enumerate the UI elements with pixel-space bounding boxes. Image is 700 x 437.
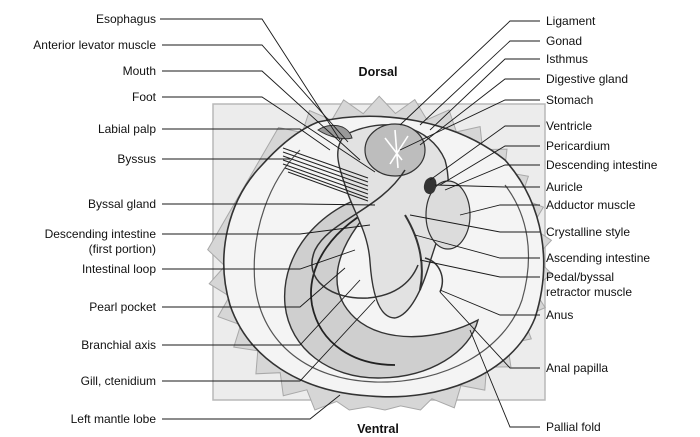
label-line: Adductor muscle xyxy=(546,198,636,212)
label-line: Descending intestine xyxy=(546,158,658,172)
label-auricle: Auricle xyxy=(546,180,583,194)
label-line: Pedal/byssal xyxy=(546,270,614,284)
label-line: Ligament xyxy=(546,14,596,28)
label-ascending-intestine: Ascending intestine xyxy=(546,251,650,265)
label-adductor-muscle: Adductor muscle xyxy=(546,198,636,212)
label-line: Esophagus xyxy=(96,12,156,26)
label-line: (first portion) xyxy=(89,242,156,256)
ventral-label: Ventral xyxy=(357,422,399,436)
label-labial-palp: Labial palp xyxy=(98,122,156,136)
label-intestinal-loop: Intestinal loop xyxy=(82,262,156,276)
label-line: Stomach xyxy=(546,93,593,107)
label-line: Descending intestine xyxy=(45,227,157,241)
label-line: Pallial fold xyxy=(546,420,601,434)
label-descending-intestine-first: Descending intestine(first portion) xyxy=(45,227,157,256)
label-line: Ascending intestine xyxy=(546,251,650,265)
label-line: Branchial axis xyxy=(81,338,156,352)
label-pallial-fold: Pallial fold xyxy=(546,420,601,434)
label-line: Byssus xyxy=(117,152,156,166)
label-line: Labial palp xyxy=(98,122,156,136)
label-line: Foot xyxy=(132,90,157,104)
label-mouth: Mouth xyxy=(123,64,156,78)
label-line: Pericardium xyxy=(546,139,610,153)
label-gonad: Gonad xyxy=(546,34,582,48)
label-byssal-gland: Byssal gland xyxy=(88,197,156,211)
label-digestive-gland: Digestive gland xyxy=(546,72,628,86)
label-descending-intestine: Descending intestine xyxy=(546,158,658,172)
label-byssus: Byssus xyxy=(117,152,156,166)
label-gill-ctenidium: Gill, ctenidium xyxy=(81,374,156,388)
label-branchial-axis: Branchial axis xyxy=(81,338,156,352)
label-line: Gill, ctenidium xyxy=(81,374,156,388)
label-ligament: Ligament xyxy=(546,14,596,28)
label-left-mantle-lobe: Left mantle lobe xyxy=(71,412,157,426)
label-line: Intestinal loop xyxy=(82,262,156,276)
label-line: Isthmus xyxy=(546,52,588,66)
label-anus: Anus xyxy=(546,308,573,322)
label-line: Anterior levator muscle xyxy=(33,38,156,52)
label-esophagus: Esophagus xyxy=(96,12,156,26)
label-line: Gonad xyxy=(546,34,582,48)
label-isthmus: Isthmus xyxy=(546,52,588,66)
label-line: Anus xyxy=(546,308,573,322)
label-crystalline-style: Crystalline style xyxy=(546,225,630,239)
label-line: retractor muscle xyxy=(546,285,632,299)
label-line: Ventricle xyxy=(546,119,592,133)
label-line: Digestive gland xyxy=(546,72,628,86)
label-line: Left mantle lobe xyxy=(71,412,157,426)
label-line: Auricle xyxy=(546,180,583,194)
label-line: Byssal gland xyxy=(88,197,156,211)
label-line: Mouth xyxy=(123,64,156,78)
label-foot: Foot xyxy=(132,90,157,104)
label-anal-papilla: Anal papilla xyxy=(546,361,608,375)
label-line: Crystalline style xyxy=(546,225,630,239)
label-stomach: Stomach xyxy=(546,93,593,107)
label-pericardium: Pericardium xyxy=(546,139,610,153)
dorsal-label: Dorsal xyxy=(359,65,398,79)
label-line: Anal papilla xyxy=(546,361,608,375)
label-line: Pearl pocket xyxy=(89,300,156,314)
label-ventricle: Ventricle xyxy=(546,119,592,133)
label-pearl-pocket: Pearl pocket xyxy=(89,300,156,314)
label-anterior-levator-muscle: Anterior levator muscle xyxy=(33,38,156,52)
